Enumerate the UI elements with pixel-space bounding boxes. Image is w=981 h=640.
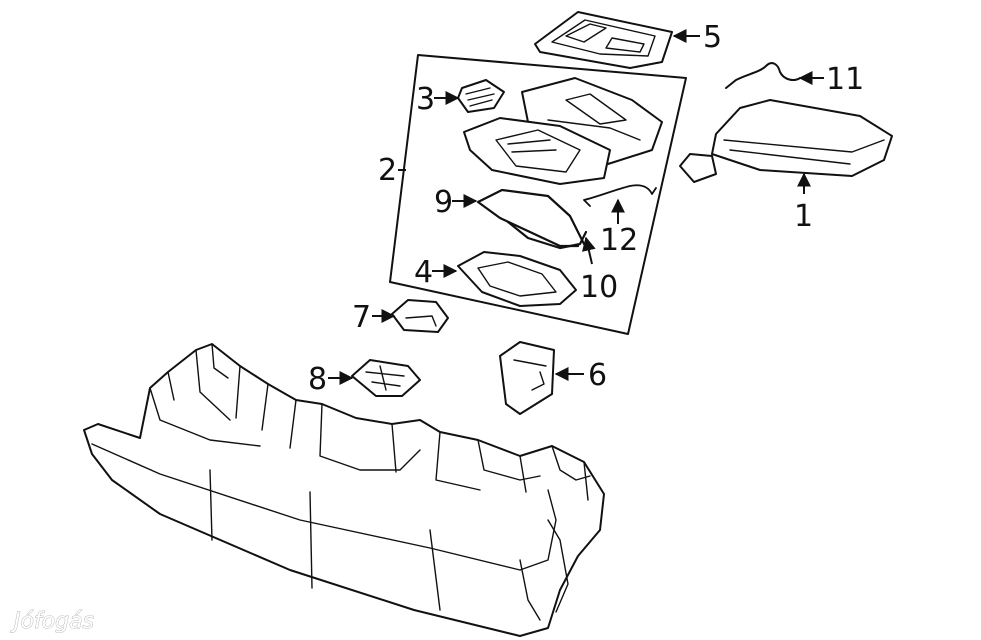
callout-11: 11 (798, 62, 864, 97)
callout-10: 10 (580, 236, 618, 305)
callout-6: 6 (554, 358, 607, 393)
callout-5: 5 (672, 20, 722, 55)
part-1-armrest (679, 99, 893, 183)
callout-2-label: 2 (378, 153, 397, 188)
part-12-harness (583, 184, 657, 207)
callout-3-label: 3 (416, 82, 435, 117)
callout-10-label: 10 (580, 270, 618, 305)
part-5-bezel (534, 11, 673, 69)
part-9-trim-strip (476, 188, 586, 248)
callout-7-label: 7 (352, 300, 371, 335)
callout-8-label: 8 (308, 362, 327, 397)
callout-2: 2 (378, 153, 406, 188)
callout-11-label: 11 (826, 62, 864, 97)
callout-1: 1 (794, 172, 813, 234)
part-10-trim (506, 220, 588, 250)
part-4-insert (457, 251, 577, 307)
callout-8: 8 (308, 362, 354, 397)
callout-12: 12 (600, 198, 638, 258)
callout-4-label: 4 (414, 255, 433, 290)
watermark: Jófogás (10, 609, 94, 634)
part-7-cap (391, 299, 449, 333)
callout-3: 3 (416, 82, 460, 117)
part-8-bracket (351, 359, 421, 397)
assembly-2-frame (389, 54, 687, 335)
callout-7: 7 (352, 300, 396, 335)
part-11-wire (725, 62, 801, 89)
callout-5-label: 5 (703, 20, 722, 55)
callout-9: 9 (434, 185, 478, 220)
callout-4: 4 (414, 255, 458, 290)
part-6-plate (499, 341, 555, 415)
callout-9-label: 9 (434, 185, 453, 220)
part-3-switch (457, 79, 505, 113)
callout-1-label: 1 (794, 199, 813, 234)
console-body (83, 343, 605, 637)
callout-6-label: 6 (588, 358, 607, 393)
callout-12-label: 12 (600, 223, 638, 258)
part-2-housing (463, 77, 663, 185)
